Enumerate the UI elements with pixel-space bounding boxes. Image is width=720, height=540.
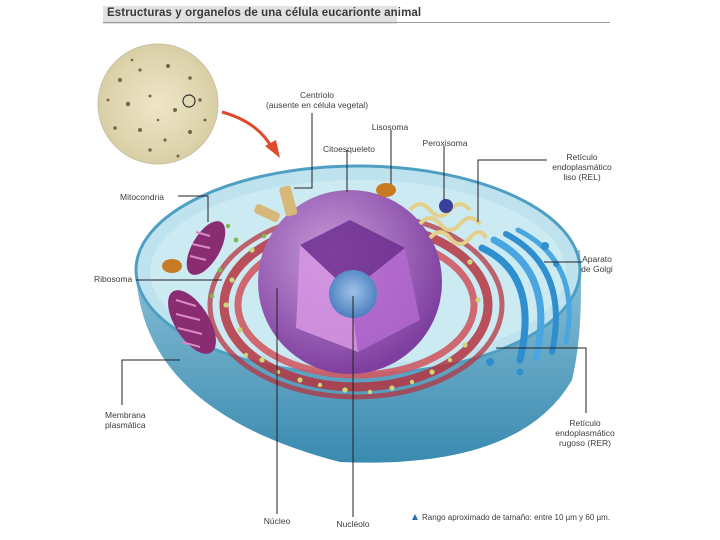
zoom-arrow xyxy=(221,110,274,149)
lysosome-side xyxy=(162,259,182,273)
label-rel: Retículo endoplasmático liso (REL) xyxy=(552,152,612,182)
rer-ribosomes xyxy=(223,247,481,395)
label-nucleo: Núcleo xyxy=(263,516,291,526)
mitochondrion-upper xyxy=(186,221,226,275)
label-mitocondria: Mitocondria xyxy=(120,192,164,202)
nucleolus xyxy=(329,270,377,318)
label-membrana: Membrana plasmática xyxy=(105,410,146,430)
golgi-apparatus xyxy=(478,227,572,364)
centriole-pair xyxy=(254,203,280,223)
microscope-inset xyxy=(97,43,219,165)
peroxisome xyxy=(439,199,453,213)
smooth-er xyxy=(408,202,488,246)
footnote-size-range: Rango aproximado de tamaño: entre 10 µm … xyxy=(422,513,610,522)
label-rer: Retículo endoplasmático rugoso (RER) xyxy=(555,418,615,448)
leader-lines xyxy=(121,113,587,517)
free-ribosomes xyxy=(209,223,267,299)
label-golgi: Aparato de Golgi xyxy=(581,254,613,274)
footnote-triangle-icon xyxy=(412,514,418,520)
zoom-arrow-head xyxy=(265,140,280,158)
golgi-vesicles xyxy=(486,242,559,376)
label-centriolo: Centriolo (ausente en célula vegetal) xyxy=(265,90,369,110)
title-rule xyxy=(103,22,610,23)
label-citoesqueleto: Citoesqueleto xyxy=(323,144,375,154)
lysosome xyxy=(376,183,396,197)
centriole xyxy=(279,185,298,217)
mitochondrion-lower xyxy=(168,290,216,354)
title-bar xyxy=(103,6,397,24)
label-peroxisoma: Peroxisoma xyxy=(422,138,468,148)
diagram-title: Estructuras y organelos de una célula eu… xyxy=(107,7,422,19)
label-ribosoma: Ribosoma xyxy=(94,274,133,284)
label-lisosoma: Lisosoma xyxy=(371,122,409,132)
label-nucleolo: Nucléolo xyxy=(336,519,370,529)
